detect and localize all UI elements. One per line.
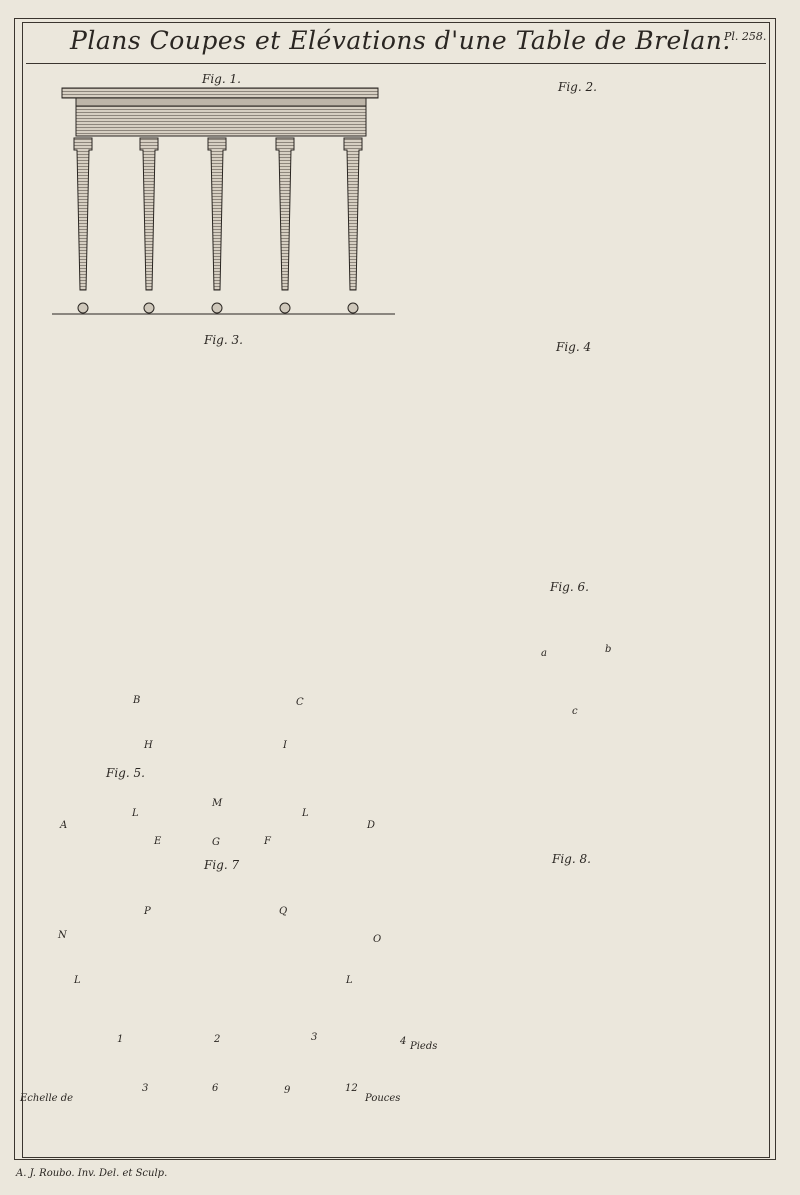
fig5-letter: L — [302, 808, 309, 819]
fig8-label: Fig. 8. — [552, 852, 591, 866]
fig5-letter: H — [144, 740, 153, 751]
fig7-letter: P — [144, 906, 151, 917]
fig3-label: Fig. 3. — [204, 333, 243, 347]
scale-inches-unit: Pouces — [365, 1093, 401, 1104]
fig5-letter: F — [264, 836, 271, 847]
scale-feet-tick: 1 — [117, 1034, 124, 1045]
plate-number: Pl. 258. — [724, 30, 767, 43]
fig7-letter: Q — [279, 906, 288, 917]
fig5-letter: M — [212, 798, 223, 809]
scale-inches-tick: 3 — [142, 1083, 149, 1094]
fig6-label: Fig. 6. — [550, 580, 589, 594]
fig6-letter: b — [605, 644, 612, 655]
fig4-label: Fig. 4 — [556, 340, 592, 354]
scale-inches-tick: 6 — [212, 1083, 219, 1094]
scale-feet-tick: 4 — [400, 1036, 407, 1047]
fig5-letter: G — [212, 837, 220, 848]
fig1-label: Fig. 1. — [202, 72, 241, 86]
fig5-letter: L — [132, 808, 139, 819]
fig5-letter: E — [154, 836, 162, 847]
engraver-credit: A. J. Roubo. Inv. Del. et Sculp. — [16, 1168, 168, 1179]
plate-title: Plans Coupes et Elévations d'une Table d… — [70, 26, 731, 55]
fig5-letter: I — [283, 740, 287, 751]
fig2-label: Fig. 2. — [558, 80, 597, 94]
scale-feet-tick: 2 — [214, 1034, 221, 1045]
fig7-letter: N — [58, 930, 67, 941]
scale-inches-tick: 12 — [345, 1083, 358, 1094]
plate-border-outer — [14, 18, 776, 1160]
scale-inches-tick: 9 — [284, 1085, 291, 1096]
fig7-letter: L — [346, 975, 353, 986]
fig7-letter: L — [74, 975, 81, 986]
fig6-letter: a — [541, 648, 547, 659]
fig5-letter: A — [60, 820, 68, 831]
fig5-letter: D — [367, 820, 376, 831]
fig7-letter: O — [373, 934, 382, 945]
scale-feet-tick: 3 — [311, 1032, 318, 1043]
plate-border-inner — [22, 22, 770, 1158]
fig5-label: Fig. 5. — [106, 766, 145, 780]
fig7-label: Fig. 7 — [204, 858, 240, 872]
scale-feet-unit: Pieds — [410, 1041, 438, 1052]
fig6-letter: c — [572, 706, 578, 717]
fig1-table-elevation — [52, 87, 395, 315]
title-rule — [26, 63, 766, 64]
fig5-letter: C — [296, 697, 304, 708]
scale-inches-prefix: Echelle de — [20, 1093, 74, 1104]
fig5-letter: B — [133, 695, 141, 706]
